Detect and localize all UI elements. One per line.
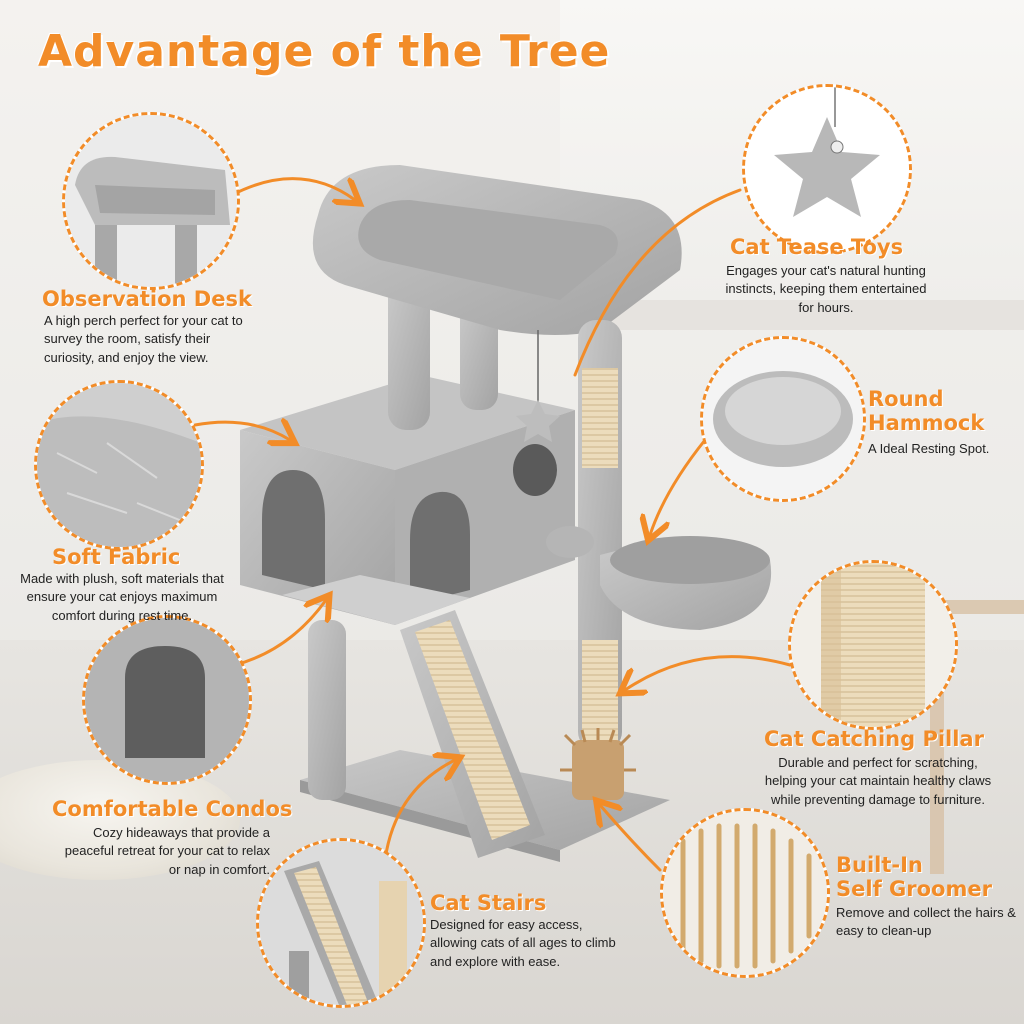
callout-soft-fabric (34, 380, 204, 550)
round-hammock-title-line1: Round (868, 387, 944, 411)
soft-fabric-desc: Made with plush, soft materials that ens… (20, 571, 224, 623)
soft-fabric-title: Soft Fabric (52, 545, 181, 569)
sisal-post-icon (791, 563, 955, 727)
self-groomer-desc: Remove and collect the hairs & easy to c… (836, 905, 1016, 939)
round-hammock-desc: A Ideal Resting Spot. (868, 441, 990, 456)
condo-icon (85, 618, 249, 782)
stairs-icon (259, 841, 423, 1005)
hanging-star-toy (516, 400, 560, 442)
groomer-brush-icon (663, 811, 827, 975)
cat-catching-pillar-desc: Durable and perfect for scratching, help… (764, 755, 992, 807)
callout-comfortable-condos (82, 615, 252, 785)
hammock-icon (703, 339, 863, 499)
cat-tease-toys-title: Cat Tease Toys (730, 235, 904, 259)
callout-self-groomer (660, 808, 830, 978)
page-title: Advantage of the Tree (38, 26, 611, 77)
cat-catching-pillar-title: Cat Catching Pillar (764, 727, 984, 751)
cat-stairs-title: Cat Stairs (430, 891, 547, 915)
callout-cat-catching-pillar (788, 560, 958, 730)
callout-round-hammock (700, 336, 866, 502)
round-hammock-title-line2: Hammock (868, 411, 985, 435)
condo-leg-post (308, 620, 346, 800)
comfortable-condos-desc: Cozy hideaways that provide a peaceful r… (64, 825, 270, 877)
callout-cat-stairs (256, 838, 426, 1008)
self-groomer-title-line1: Built-In (836, 853, 923, 877)
callout-observation-desk (62, 112, 240, 290)
self-groomer (560, 728, 636, 800)
fabric-icon (37, 383, 201, 547)
star-toy-icon (745, 87, 909, 251)
self-groomer-title-line2: Self Groomer (836, 877, 992, 901)
observation-desk-title: Observation Desk (42, 287, 252, 311)
callout-cat-tease-toys (742, 84, 912, 254)
observation-desk-desc: A high perch perfect for your cat to sur… (44, 313, 243, 365)
cat-tease-toys-desc: Engages your cat's natural hunting insti… (725, 263, 927, 315)
comfortable-condos-title: Comfortable Condos (52, 797, 293, 821)
cat-stairs-desc: Designed for easy access, allowing cats … (430, 917, 616, 969)
perch-icon (65, 115, 237, 287)
